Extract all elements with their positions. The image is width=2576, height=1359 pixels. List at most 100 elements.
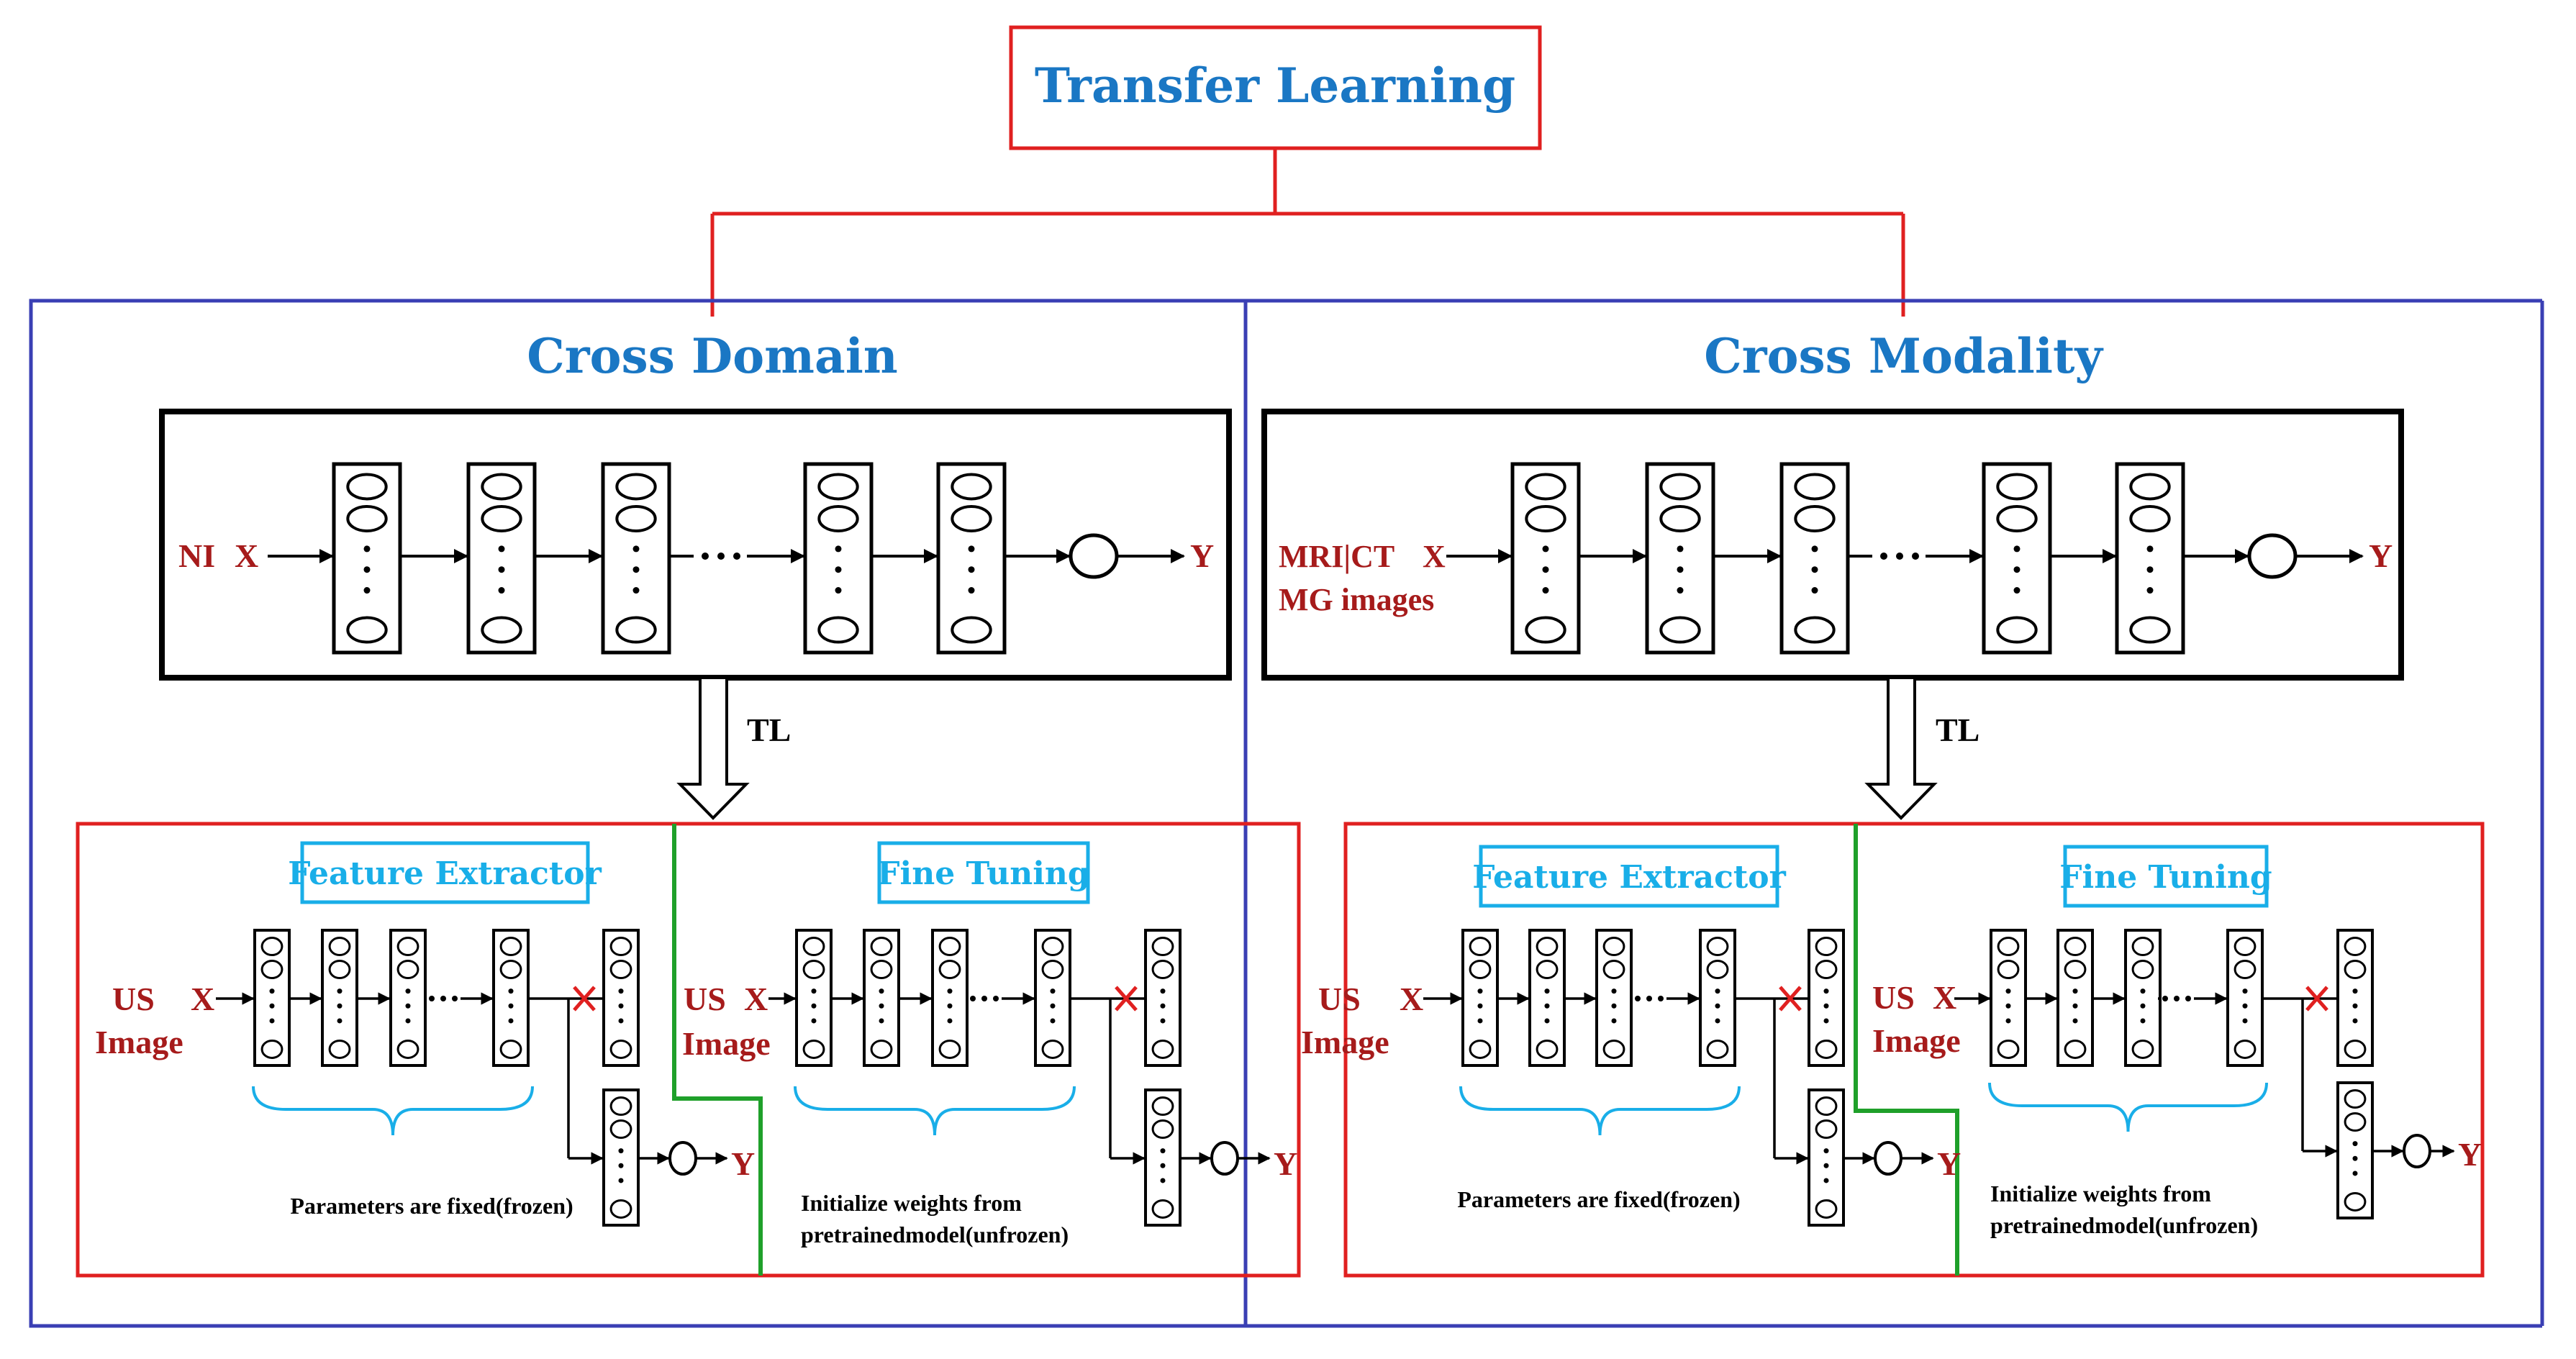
neuron-dot [618, 1148, 624, 1154]
title-connector [710, 148, 1905, 317]
neuron-dot [1823, 1018, 1829, 1024]
neuron [346, 616, 388, 644]
neuron-dot [363, 587, 371, 594]
neuron [260, 937, 284, 957]
neuron-dot [835, 566, 842, 573]
neuron-dot [811, 1018, 817, 1024]
neuron [2344, 960, 2367, 980]
ellipsis-dot [1658, 996, 1664, 1001]
cm-fe-input-line2: Image [1301, 1024, 1389, 1060]
output-node [1069, 533, 1119, 579]
neuron [1041, 937, 1064, 957]
ellipsis-dot [733, 553, 740, 560]
neuron [817, 616, 859, 644]
neuron-dot [2352, 1141, 2358, 1147]
neuron-dot [337, 1018, 343, 1024]
neuron-dot [363, 566, 371, 573]
neuron [1996, 616, 2038, 644]
cross-domain-source-network [268, 462, 1185, 655]
output-node [668, 1141, 697, 1176]
neuron-dot [1160, 1148, 1166, 1154]
cross-mark [1115, 986, 1138, 1012]
neuron-dot [405, 1003, 411, 1009]
neuron [1706, 960, 1729, 980]
ellipsis-dot [1880, 553, 1887, 560]
neuron-dot [1715, 1003, 1720, 1009]
neuron-dot [1611, 1003, 1617, 1009]
cm-ft-input-line1: US [1872, 979, 1915, 1016]
neuron-dot [2072, 1018, 2078, 1024]
cm-feature-extractor-network [1423, 929, 1934, 1227]
cross-modality-source-input: MRI|CT [1279, 539, 1394, 574]
cm-ft-caption-line1: Initialize weights from [1990, 1181, 2211, 1206]
neuron-dot [2140, 1018, 2146, 1024]
neuron [1794, 616, 1836, 644]
ellipsis-dot [970, 996, 976, 1001]
neuron [346, 504, 388, 532]
cd-feature-extractor-title-box [300, 841, 590, 904]
cd-ft-input-line1: US [684, 981, 726, 1017]
neuron-dot [1160, 988, 1166, 994]
neuron [615, 616, 657, 644]
neuron-dot [2140, 1003, 2146, 1009]
cm-ft-x: X [1933, 979, 1956, 1016]
cd-fine-tuning-title-box [877, 841, 1090, 904]
neuron [870, 937, 893, 957]
cd-fe-x: X [191, 981, 214, 1017]
neuron-dot [879, 988, 884, 994]
neuron [2344, 1191, 2367, 1212]
cd-fe-caption: Parameters are fixed(frozen) [290, 1193, 573, 1219]
neuron-dot [363, 545, 371, 553]
neuron [802, 937, 825, 957]
neuron [2131, 1039, 2154, 1059]
neuron-dot [2146, 587, 2154, 594]
neuron-dot [498, 566, 505, 573]
neuron [802, 960, 825, 980]
neuron-dot [947, 1003, 953, 1009]
neuron [1041, 1039, 1064, 1059]
neuron-dot [2072, 1003, 2078, 1009]
neuron-dot [1823, 988, 1829, 994]
neuron [1997, 937, 2020, 957]
neuron [1996, 473, 2038, 501]
neuron [1794, 473, 1836, 501]
output-node [2247, 533, 2298, 579]
neuron-dot [2146, 566, 2154, 573]
neuron-dot [618, 1178, 624, 1183]
neuron [481, 473, 522, 501]
cross-modality-source-x: X [1423, 539, 1446, 574]
parameter-brace [1459, 1086, 1741, 1136]
parameter-brace [252, 1086, 534, 1136]
cross-modality-stage-divider [1854, 824, 1959, 1276]
neuron [1997, 960, 2020, 980]
neuron-dot [508, 1003, 514, 1009]
neuron-dot [2005, 988, 2011, 994]
ellipsis-dot [981, 996, 987, 1001]
neuron [1469, 960, 1492, 980]
neuron [396, 960, 419, 980]
neuron-dot [2352, 988, 2358, 994]
ellipsis-dot [1912, 553, 1919, 560]
neuron-dot [835, 545, 842, 553]
neuron [2131, 937, 2154, 957]
neuron-dot [2013, 545, 2021, 553]
cd-ft-y: Y [1274, 1145, 1297, 1182]
cd-ft-x: X [744, 981, 768, 1017]
neuron [1706, 1039, 1729, 1059]
neuron-dot [2072, 988, 2078, 994]
neuron [328, 1039, 351, 1059]
cd-fe-input-line1: US [112, 981, 155, 1017]
neuron [1536, 1039, 1559, 1059]
neuron-dot [2140, 988, 2146, 994]
neuron [1815, 960, 1838, 980]
neuron-dot [2146, 545, 2154, 553]
neuron-dot [2352, 1003, 2358, 1009]
neuron-dot [879, 1018, 884, 1024]
neuron-dot [1544, 1003, 1550, 1009]
ellipsis-dot [1896, 553, 1903, 560]
cm-ft-y: Y [2458, 1136, 2482, 1173]
neuron [1815, 1039, 1838, 1059]
neuron-dot [811, 1003, 817, 1009]
neuron [481, 616, 522, 644]
